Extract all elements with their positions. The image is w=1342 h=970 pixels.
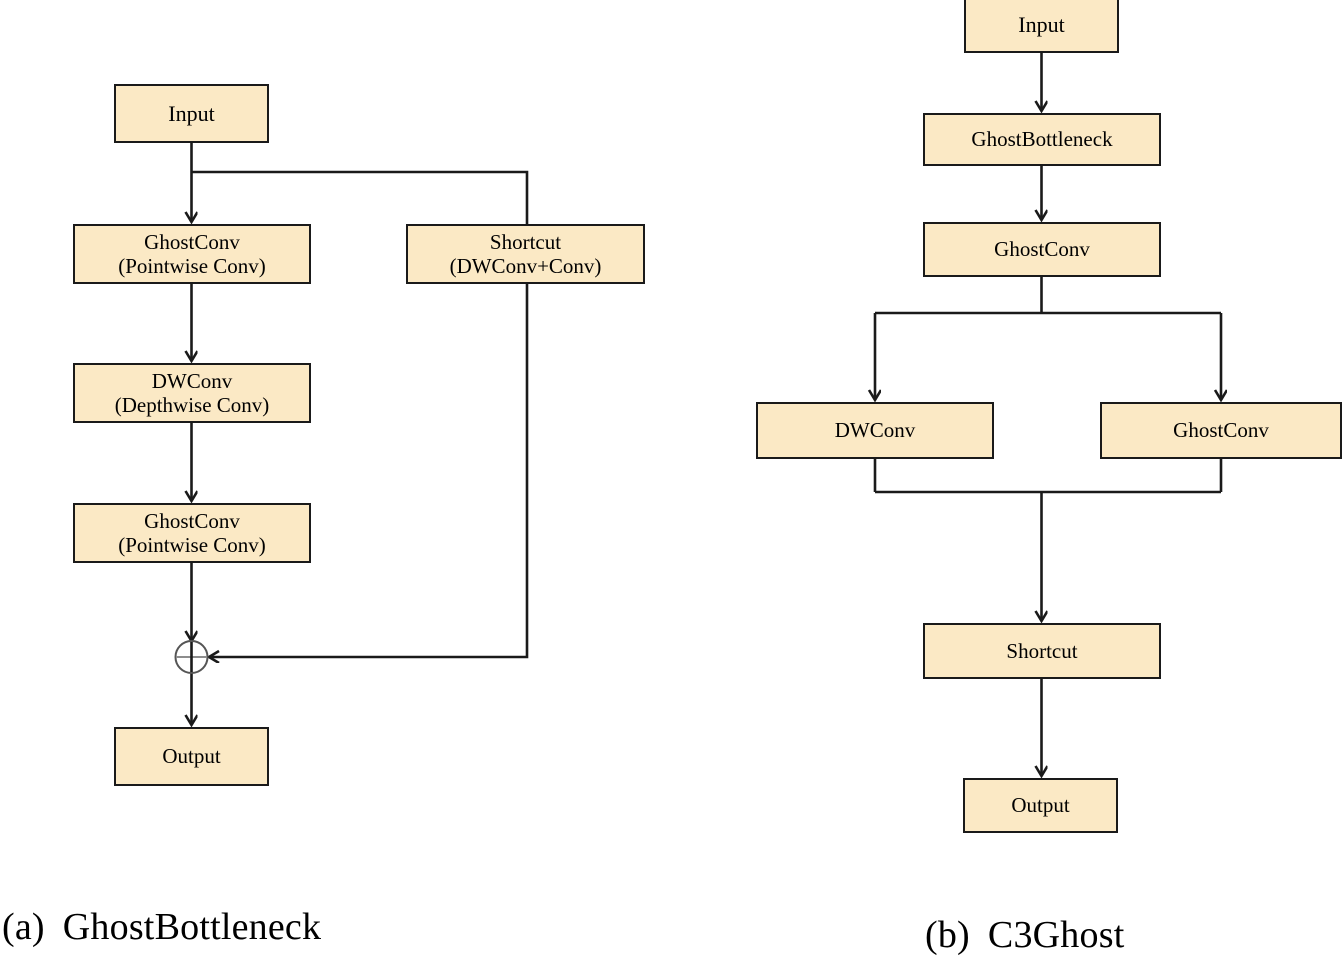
node-b-ghostbottleneck[interactable]: GhostBottleneck xyxy=(923,113,1161,166)
node-label-line1: DWConv xyxy=(151,368,233,393)
wire-a-input-branch-to-shortcut xyxy=(191,170,529,224)
node-label-line1: GhostConv xyxy=(144,508,240,533)
caption-panel-a: (a) GhostBottleneck xyxy=(2,905,321,949)
caption-panel-b: (b) C3Ghost xyxy=(925,913,1124,957)
node-b-shortcut[interactable]: Shortcut xyxy=(923,623,1161,679)
node-label-line2: (Depthwise Conv) xyxy=(114,393,270,417)
node-label-line1: Output xyxy=(162,744,221,769)
node-label-line1: GhostConv xyxy=(1173,418,1269,443)
node-label-line1: GhostConv xyxy=(144,229,240,254)
node-label-line1: Shortcut xyxy=(1006,638,1078,663)
wire-a-shortcut-to-add xyxy=(209,284,529,657)
caption-tag-b: (b) xyxy=(925,914,970,956)
node-label-line1: Input xyxy=(168,100,215,126)
node-label-line1: Shortcut xyxy=(489,229,562,254)
node-b-output[interactable]: Output xyxy=(963,778,1118,833)
node-a-output[interactable]: Output xyxy=(114,727,269,786)
caption-text-b: C3Ghost xyxy=(987,914,1125,956)
caption-tag-a: (a) xyxy=(2,906,45,948)
add-node-a xyxy=(174,640,209,674)
node-b-dwconv[interactable]: DWConv xyxy=(756,402,994,459)
node-label-line1: Input xyxy=(1018,11,1065,37)
node-a-ghostconv-pointwise-2[interactable]: GhostConv (Pointwise Conv) xyxy=(73,503,311,563)
caption-text-a: GhostBottleneck xyxy=(62,906,322,948)
node-label-line1: GhostConv xyxy=(994,237,1090,262)
node-b-ghostconv-top[interactable]: GhostConv xyxy=(923,222,1161,277)
node-label-line2: (DWConv+Conv) xyxy=(449,254,602,278)
node-a-shortcut[interactable]: Shortcut (DWConv+Conv) xyxy=(406,224,645,284)
node-a-ghostconv-pointwise-1[interactable]: GhostConv (Pointwise Conv) xyxy=(73,224,311,284)
node-a-input[interactable]: Input xyxy=(114,84,269,143)
node-a-dwconv-depthwise[interactable]: DWConv (Depthwise Conv) xyxy=(73,363,311,423)
node-label-line2: (Pointwise Conv) xyxy=(118,254,266,278)
node-b-input[interactable]: Input xyxy=(964,0,1119,53)
node-label-line2: (Pointwise Conv) xyxy=(118,533,266,557)
node-b-ghostconv-right[interactable]: GhostConv xyxy=(1100,402,1342,459)
node-label-line1: DWConv xyxy=(834,418,916,443)
node-label-line1: GhostBottleneck xyxy=(971,127,1113,152)
node-label-line1: Output xyxy=(1011,793,1070,818)
